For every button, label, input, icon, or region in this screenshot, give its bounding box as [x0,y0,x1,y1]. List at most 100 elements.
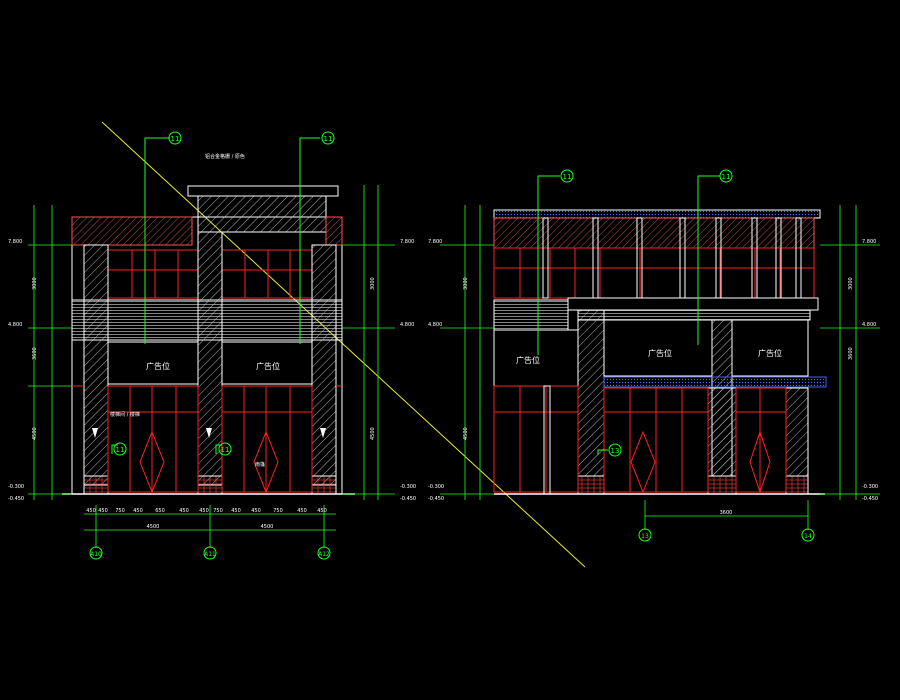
bottom-dims-right [644,500,809,530]
column-base-3 [311,475,337,495]
callout-bubble [560,169,574,183]
column-2-left [197,231,223,486]
column-3-left [311,244,337,486]
sign-label-1-right: 广告位 [516,355,540,365]
callout-bubble [608,443,622,457]
dim-label: 450 [179,508,189,514]
level-mark: 7.800 [862,239,876,245]
dim-label: 450 [251,508,261,514]
level-mark: 7.800 [8,239,22,245]
dim-label: 450 [297,508,307,514]
callout-number: 11 [324,135,333,143]
dim-label: 4500 [261,524,274,530]
level-marks-right: 7.800 4.800 -0.300 -0.450 7.800 4.800 -0… [428,239,878,502]
door-post-right [543,385,551,495]
level-mark: -0.450 [862,496,878,502]
height-dim: 3600 [32,347,38,360]
height-dim: 4500 [370,427,376,440]
grid-axis-label: 14 [804,533,812,540]
level-mark: -0.300 [400,484,416,490]
stair-tower-left [197,195,327,233]
shopfront-glazing-left [72,385,342,493]
column-2b-right [707,387,737,477]
callout-bubble [168,131,182,145]
sign-label-1-left: 广告位 [146,361,170,371]
dim-label: 3600 [720,510,733,516]
diagonal-guide-line [101,121,586,568]
bottom-dim-labels-left: 450 450 750 450 650 450 450 750 450 450 … [86,508,327,530]
column-base-r2 [707,475,737,495]
level-mark: -0.450 [400,496,416,502]
stair-note-left: 楼梯间 / 楼梯 [110,411,140,418]
sign-board-1-left [107,341,199,385]
dim-label: 750 [115,508,125,514]
roof-band-left [71,216,193,246]
callout-number: 11 [563,173,572,181]
column-base-r3 [785,475,809,495]
level-mark: -0.300 [428,484,444,490]
grid-axis-bubble [801,528,815,542]
right-elevation: 广告位 广告位 广告位 11 11 1 [428,169,880,542]
dim-label: 450 [86,508,96,514]
dim-label: 450 [133,508,143,514]
height-dim-labels-right: 3000 4500 3000 3600 [463,277,854,440]
level-mark: 4.800 [428,322,442,328]
grid-axis-bubble [89,546,103,560]
grid-axis-bubble [317,546,331,560]
left-elevation: 广告位 广告位 11 11 [8,131,416,560]
level-marks-left: 7.800 4.800 -0.300 -0.450 7.800 4.800 -0… [8,239,416,502]
callout-bubble [218,442,232,456]
roof-cap-right [493,209,821,219]
grid-axes-left: A10 A11 A12 [89,546,331,560]
column-base-r1 [577,475,605,495]
callout-number: 11 [722,173,731,181]
dim-label: 450 [98,508,108,514]
grille-band-right [577,309,811,321]
column-base-2 [197,475,223,495]
canopy-note-left: 雨篷 [255,461,265,468]
grille-left-part-right [493,299,569,331]
level-mark: 4.800 [400,322,414,328]
grid-axis-label: A10 [90,551,102,558]
sign-label-2-left: 广告位 [256,361,280,371]
column-base-1 [83,475,109,495]
height-dim: 3000 [32,277,38,290]
dim-label: 750 [213,508,223,514]
grid-axis-bubble [638,528,652,542]
level-mark: -0.450 [8,496,24,502]
callout-leaders-right [537,175,720,455]
grid-axis-label: A11 [204,551,216,558]
shopfront-glazing-right [493,385,787,494]
height-dim: 3000 [370,277,376,290]
grid-axis-label: A12 [318,551,330,558]
height-dim-labels-left: 3000 3600 4500 3000 4500 [32,277,376,440]
blue-canopy-band [603,376,827,388]
sign-board-2-left [221,341,313,385]
level-mark: -0.300 [862,484,878,490]
column-1-right [577,309,605,477]
dim-label: 750 [273,508,283,514]
height-dim: 3000 [848,277,854,290]
top-note-left: 铝合金格栅 / 原色 [205,153,245,160]
callout-bubble [321,131,335,145]
column-1-left [83,244,109,486]
column-3-right [785,387,809,477]
dim-label: 4500 [147,524,160,530]
level-mark: 4.800 [862,322,876,328]
sign-label-2-right: 广告位 [648,348,672,358]
callout-bubble [719,169,733,183]
height-dim: 3600 [848,347,854,360]
vertical-dims-right [440,205,880,500]
level-mark: 7.800 [400,239,414,245]
callout-number: 11 [116,446,125,454]
sign-board-3-right [731,319,809,377]
callout-bubble [113,442,127,456]
sign-label-3-right: 广告位 [758,348,782,358]
wall-lamps-left [92,428,326,438]
callout-number: 13 [611,447,620,455]
upper-window-grid-left [107,249,313,299]
door-diamonds-left [139,430,279,494]
level-mark: -0.300 [8,484,24,490]
